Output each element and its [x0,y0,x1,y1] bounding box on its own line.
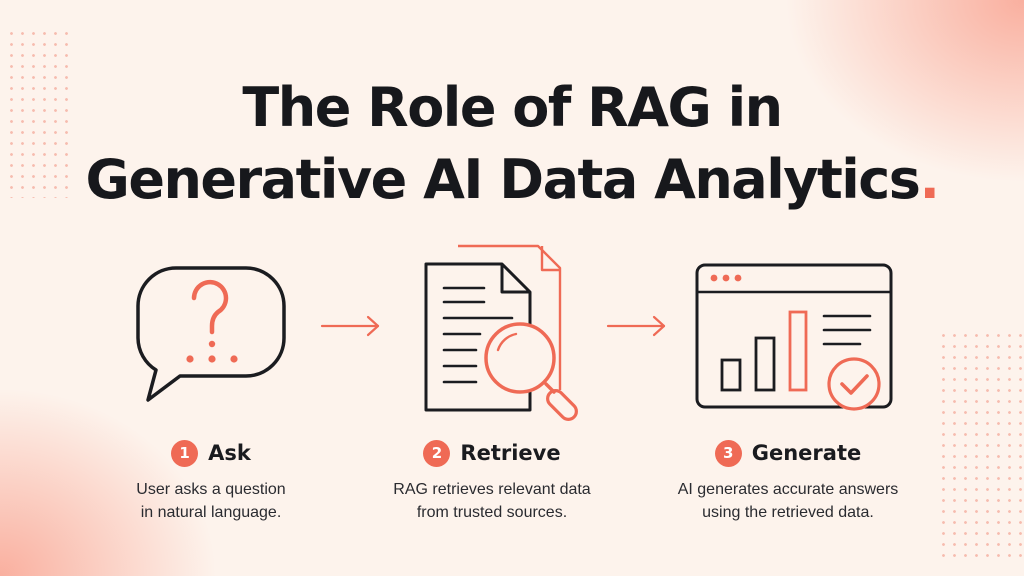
step-name: Ask [208,441,251,465]
title-line-2-text: Generative AI Data Analytics [85,148,921,211]
document-magnifier-icon [424,244,578,421]
description-line: User asks a question [136,481,286,498]
title-line-2: Generative AI Data Analytics. [0,144,1024,216]
dot-pattern-bottom-right [938,330,1024,560]
dot-pattern-top-left [6,28,70,198]
step-ask-description: User asks a question in natural language… [61,478,361,524]
title-line-1: The Role of RAG in [242,76,783,139]
description-line: from trusted sources. [416,504,568,521]
step-number-badge: 3 [714,439,742,467]
page-title: The Role of RAG in Generative AI Data An… [0,72,1024,216]
description-line: using the retrieved data. [702,504,874,521]
arrow-right-icon [320,315,380,337]
step-retrieve-description: RAG retrieves relevant data from trusted… [342,478,642,524]
step-name: Generate [751,441,862,465]
description-line: in natural language. [140,504,282,521]
arrow-right-icon [606,315,666,337]
chart-window-check-icon [695,263,893,411]
question-speech-bubble-icon [136,266,286,402]
description-line: AI generates accurate answers [677,481,899,498]
step-number-badge: 2 [423,439,451,467]
description-line: RAG retrieves relevant data [393,481,591,498]
step-ask-label: 1 Ask [61,437,361,469]
step-generate-description: AI generates accurate answers using the … [638,478,938,524]
step-retrieve-label: 2 Retrieve [342,437,642,469]
step-name: Retrieve [460,441,561,465]
step-generate-label: 3 Generate [638,437,938,469]
step-number-badge: 1 [171,439,199,467]
title-period: . [919,148,940,211]
